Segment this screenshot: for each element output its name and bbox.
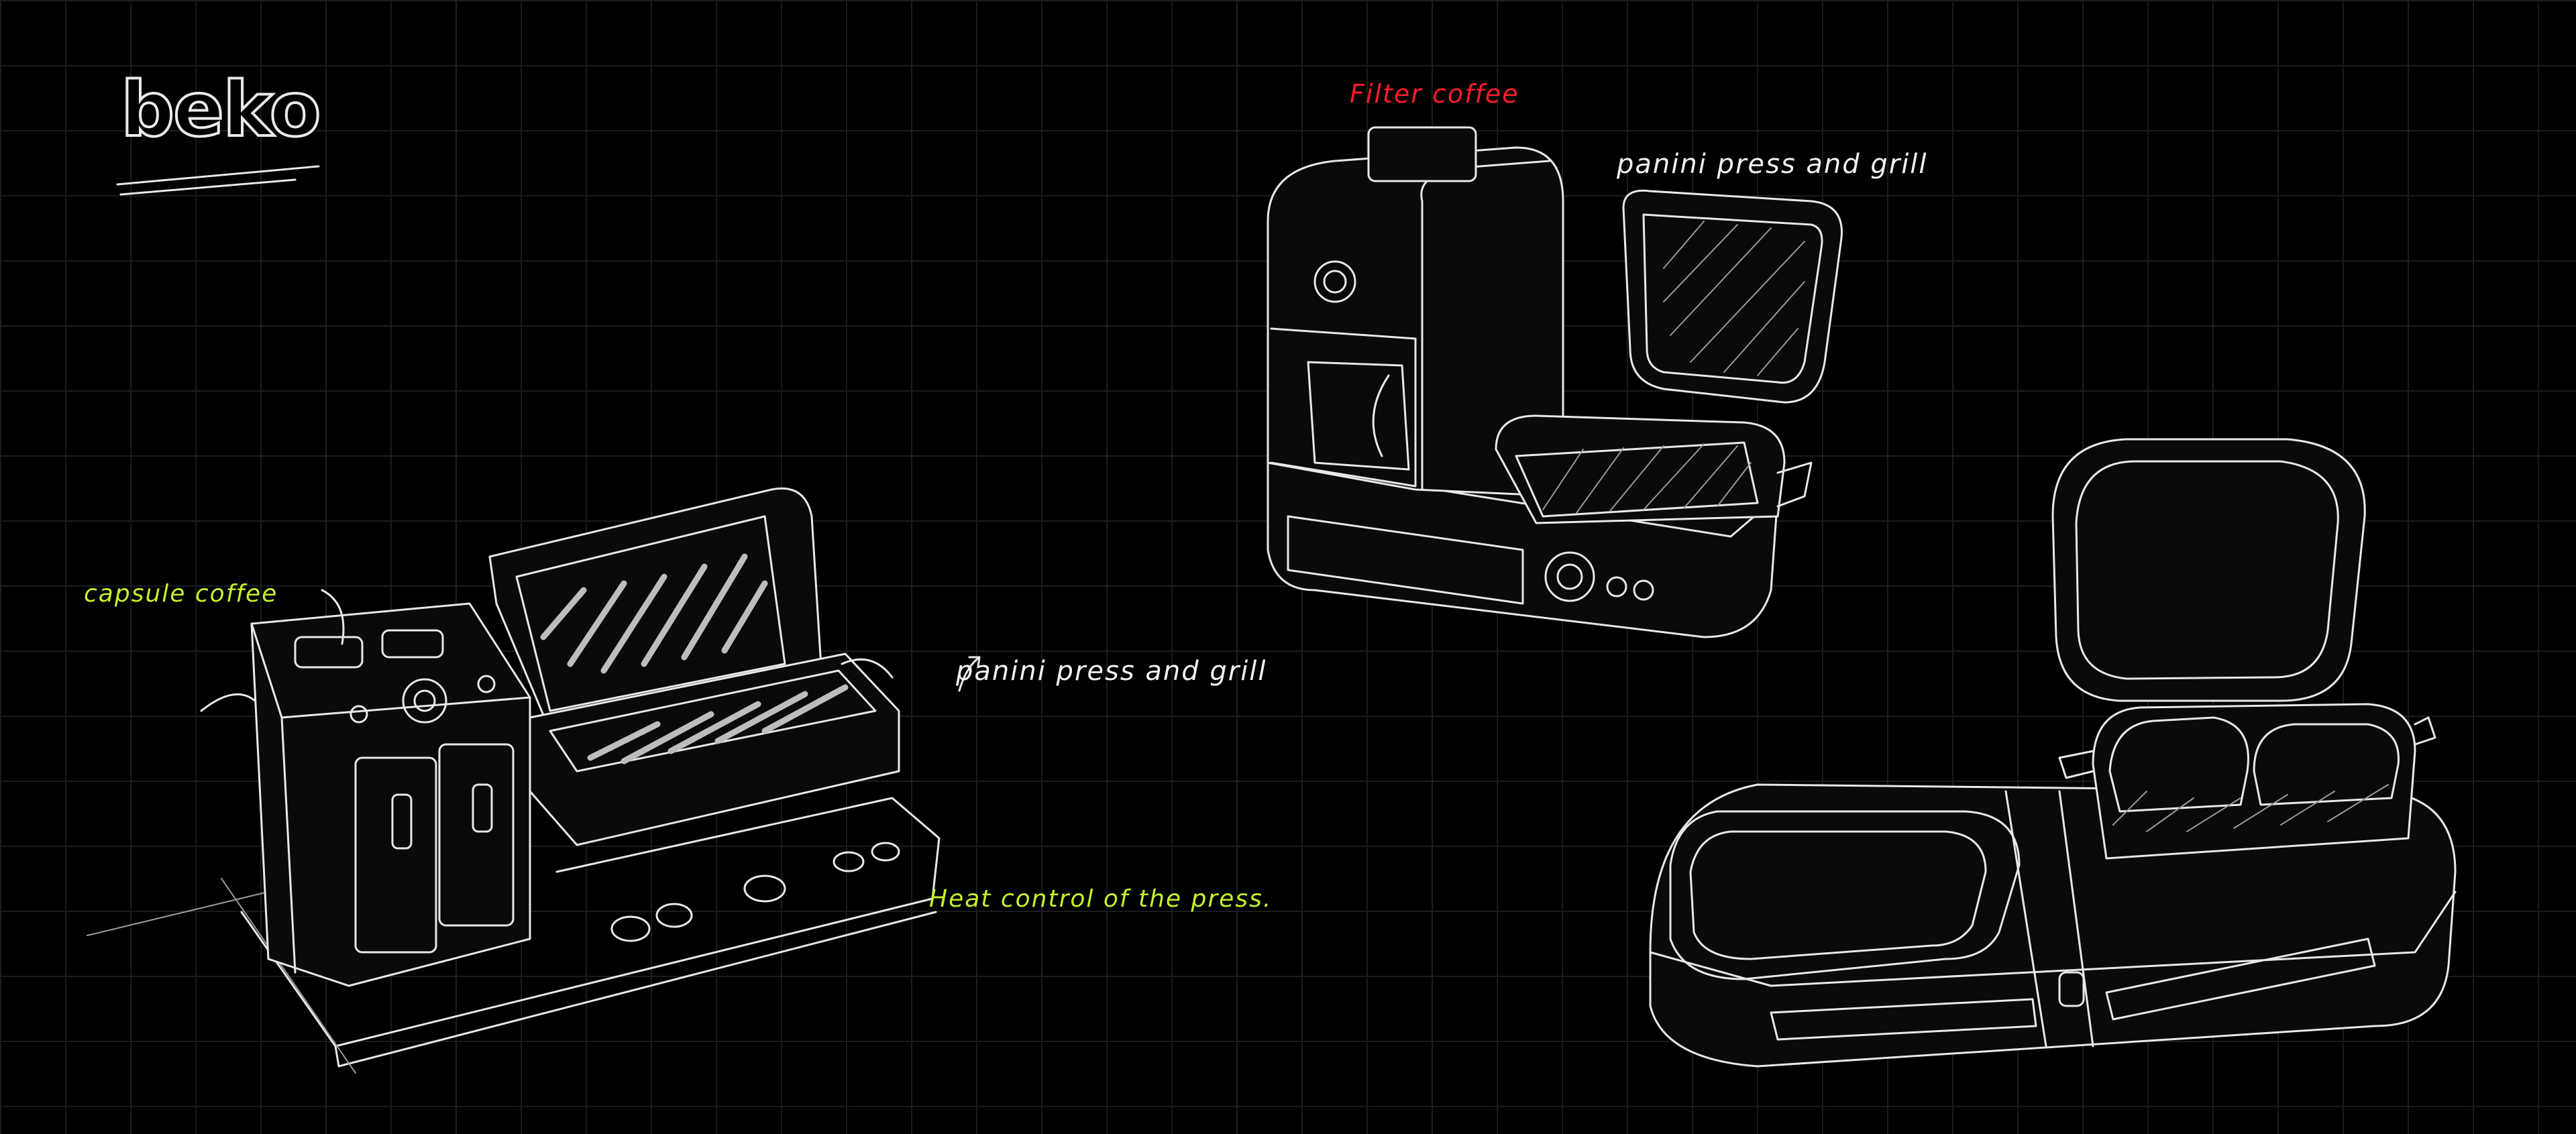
label-panini-left: panini press and grill [956,656,1267,687]
panini-left-arrow [958,656,981,692]
label-panini-top: panini press and grill [1617,149,1928,180]
label-filter-coffee: Filter coffee [1350,79,1519,109]
brand-logo: beko [119,66,323,154]
label-heat-control: Heat control of the press. [929,885,1273,913]
label-capsule-coffee: capsule coffee [84,580,278,608]
